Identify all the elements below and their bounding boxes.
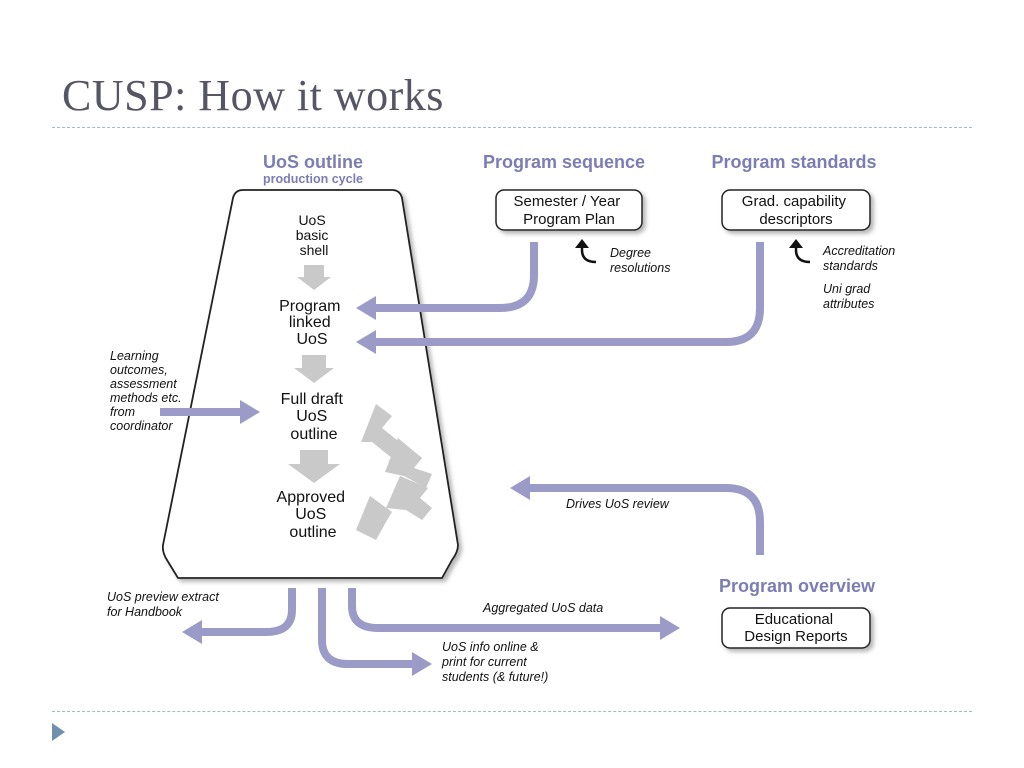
note-info-online: UoS info online & print for current stud…: [441, 640, 548, 684]
flow-program-plan-to-linked: [372, 242, 538, 312]
return-arrow-icon: [575, 239, 589, 248]
stage-basic-shell: UoS basic shell: [296, 212, 333, 258]
arrowhead-icon: [182, 620, 202, 644]
design-reports-box: [721, 607, 871, 649]
return-arrow-icon: [580, 244, 597, 264]
slide-title: CUSP: How it works: [62, 71, 444, 120]
flow-aggregated-data: [348, 588, 664, 632]
arrowhead-icon: [510, 476, 530, 500]
heading-uos-outline-sub: production cycle: [263, 172, 363, 186]
stage-program-linked: Program linked UoS: [279, 298, 345, 348]
arrowhead-icon: [412, 652, 432, 676]
heading-program-sequence: Program sequence: [483, 152, 645, 172]
note-drives-review: Drives UoS review: [566, 497, 670, 511]
note-preview-extract: UoS preview extract for Handbook: [107, 590, 222, 619]
note-accreditation: Accreditation standards: [822, 244, 899, 273]
heading-program-standards: Program standards: [711, 152, 876, 172]
flow-info-online: [318, 588, 416, 668]
cycle-arrow-icon: [361, 404, 402, 458]
production-cycle-trapezoid: [161, 189, 459, 579]
title-divider: [52, 127, 972, 128]
note-degree-resolutions: Degree resolutions: [610, 246, 670, 275]
cycle-arrow-icon: [386, 476, 432, 520]
design-reports-label: Educational Design Reports: [744, 611, 847, 645]
note-aggregated-data: Aggregated UoS data: [482, 601, 603, 615]
note-learning-outcomes: Learning outcomes, assessment methods et…: [110, 349, 185, 433]
arrowhead-icon: [240, 400, 260, 424]
arrowhead-icon: [356, 330, 376, 354]
arrowhead-icon: [356, 296, 376, 320]
note-uni-grad: Uni grad attributes: [823, 282, 874, 311]
play-triangle-icon: [52, 723, 65, 741]
down-arrow-icon: [297, 265, 331, 290]
flow-drives-uos-review: [526, 484, 764, 555]
footer-divider: [52, 711, 972, 712]
program-plan-label: Semester / Year Program Plan: [514, 193, 625, 228]
stage-full-draft: Full draft UoS outline: [281, 391, 348, 443]
cycle-arrow-icon: [385, 438, 432, 488]
grad-capability-label: Grad. capability descriptors: [742, 193, 850, 228]
program-plan-box: [495, 189, 643, 231]
heading-uos-outline: UoS outline: [263, 152, 363, 172]
flow-preview-extract: [198, 588, 296, 636]
grad-capability-box: [721, 189, 871, 231]
arrowhead-icon: [660, 616, 680, 640]
return-arrow-icon: [794, 244, 811, 264]
down-arrow-icon: [288, 450, 340, 483]
down-arrow-icon: [294, 355, 334, 383]
heading-program-overview: Program overview: [719, 576, 876, 596]
stage-approved: Approved UoS outline: [277, 489, 350, 541]
cycle-arrow-icon: [356, 496, 392, 540]
return-arrow-icon: [789, 239, 803, 248]
flow-grad-capability-to-linked: [372, 242, 764, 346]
